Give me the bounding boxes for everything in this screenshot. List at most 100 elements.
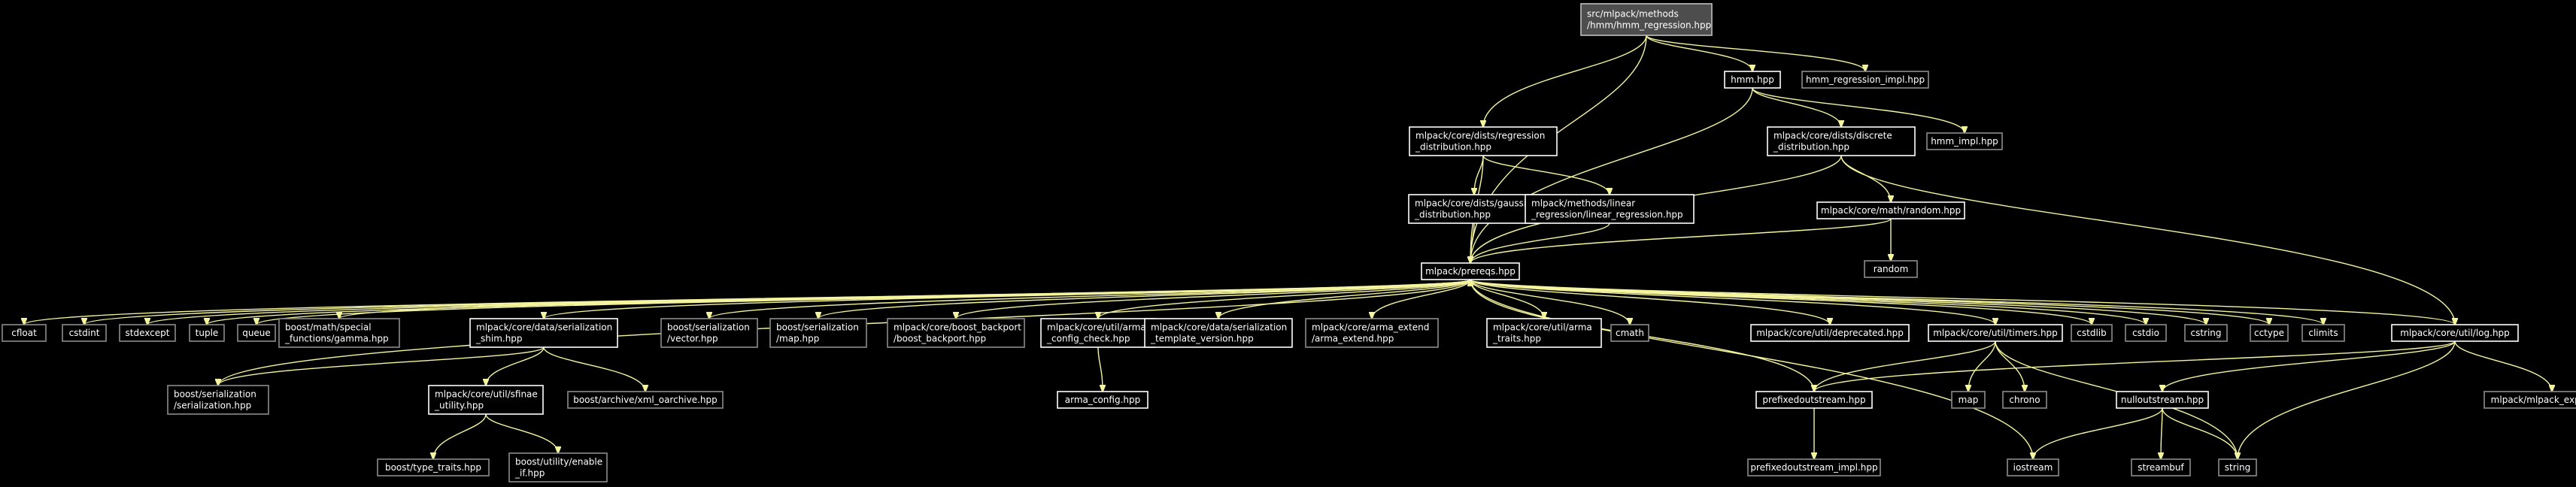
edge-prereqs-to-armacheck <box>1098 279 1471 319</box>
node-label: string <box>2225 462 2250 473</box>
node-random_hpp[interactable]: mlpack/core/math/random.hpp <box>1816 201 1965 219</box>
node-armatraits[interactable]: mlpack/core/util/arma_traits.hpp <box>1486 318 1602 348</box>
edge-linreg-to-prereqs <box>1470 222 1610 263</box>
node-label: mlpack/core/math/random.hpp <box>1821 205 1961 216</box>
edge-nullout-to-iostream <box>2033 407 2163 459</box>
edge-log-to-nullout <box>2162 340 2456 392</box>
node-box <box>769 318 867 348</box>
node-bmap: boost/serialization/map.hpp <box>769 318 867 348</box>
edge-sfinae-to-enableif <box>485 413 558 453</box>
node-label: cstdlib <box>2077 328 2106 338</box>
node-label: random <box>1874 264 1909 274</box>
node-root[interactable]: src/mlpack/methods/hmm/hmm_regression.hp… <box>1580 3 1713 36</box>
node-box <box>2184 324 2228 342</box>
node-label: cctype <box>2254 328 2284 338</box>
node-box <box>2071 324 2113 342</box>
node-enableif: boost/utility/enable_if.hpp <box>508 452 608 482</box>
edge-prereqs-to-sertemplate <box>1218 279 1471 319</box>
node-nullout[interactable]: nulloutstream.hpp <box>2116 391 2209 409</box>
node-regdist[interactable]: mlpack/core/dists/regression_distributio… <box>1409 126 1558 156</box>
node-box <box>1767 126 1916 156</box>
node-map: map <box>1951 391 1986 409</box>
node-gamma: boost/math/special_functions/gamma.hpp <box>278 318 400 348</box>
node-sertemplate[interactable]: mlpack/core/data/serialization_template_… <box>1144 318 1293 348</box>
node-box <box>2002 391 2047 409</box>
node-label: cmath <box>1616 328 1644 338</box>
node-label: stdexcept <box>126 328 170 338</box>
node-box <box>1305 318 1439 348</box>
node-linreg[interactable]: mlpack/methods/linear_regression/linear_… <box>1525 194 1695 224</box>
node-label: cfloat <box>11 328 37 338</box>
node-label: _regression/linear_regression.hpp <box>1531 210 1683 220</box>
node-box <box>1408 194 1540 224</box>
node-iostream: iostream <box>2007 458 2059 476</box>
node-box <box>1747 458 1881 476</box>
node-box <box>2301 324 2345 342</box>
node-prereqs[interactable]: mlpack/prereqs.hpp <box>1421 262 1520 280</box>
node-sfinae[interactable]: mlpack/core/util/sfinae_utility.hpp <box>428 385 544 415</box>
node-hmmregimpl: hmm_regression_impl.hpp <box>1801 71 1929 89</box>
edge-armacheck-to-armaconfig <box>1097 346 1103 392</box>
node-label: cstdio <box>2132 328 2159 338</box>
edge-log-to-string <box>2238 340 2456 459</box>
node-box <box>1144 318 1293 348</box>
edge-discdist-to-random_hpp <box>1840 155 1891 202</box>
node-box <box>2 324 47 342</box>
node-deprecated[interactable]: mlpack/core/util/deprecated.hpp <box>1750 324 1910 342</box>
edge-prereqs-to-queue <box>256 279 1471 325</box>
node-sershim[interactable]: mlpack/core/data/serialization_shim.hpp <box>469 318 618 348</box>
node-box <box>1057 391 1148 409</box>
node-label: _if.hpp <box>514 468 545 479</box>
node-box <box>1724 71 1781 89</box>
edge-prereqs-to-log <box>1470 279 2455 325</box>
node-export: mlpack/mlpack_export.hpp <box>2483 391 2576 409</box>
node-label: boost/serialization <box>776 322 859 333</box>
node-armaconfig[interactable]: arma_config.hpp <box>1057 391 1148 409</box>
node-climits: climits <box>2301 324 2345 342</box>
node-label: hmm_impl.hpp <box>1931 136 1998 147</box>
node-chrono: chrono <box>2002 391 2047 409</box>
edge-log-to-prefixed <box>1814 340 2456 392</box>
node-label: /hmm/hmm_regression.hpp <box>1587 20 1711 31</box>
node-gaussdist[interactable]: mlpack/core/dists/gaussian_distribution.… <box>1408 194 1540 224</box>
node-label: boost/archive/xml_oarchive.hpp <box>573 395 718 405</box>
node-label: mlpack/core/util/arma <box>1047 322 1146 333</box>
node-label: boost/utility/enable <box>515 457 602 467</box>
node-typetraits: boost/type_traits.hpp <box>377 458 490 476</box>
node-box <box>1926 132 2003 150</box>
node-box <box>1421 262 1520 280</box>
node-log[interactable]: mlpack/core/util/log.hpp <box>2391 324 2519 342</box>
edge-prereqs-to-backport <box>956 279 1471 319</box>
node-box <box>2007 458 2059 476</box>
node-label: boost/serialization <box>667 322 750 333</box>
node-box <box>1040 318 1156 348</box>
node-backport: mlpack/core/boost_backport/boost_backpor… <box>887 318 1025 348</box>
node-timers[interactable]: mlpack/core/util/timers.hpp <box>1928 324 2063 342</box>
node-hmm[interactable]: hmm.hpp <box>1724 71 1781 89</box>
node-discdist[interactable]: mlpack/core/dists/discrete_distribution.… <box>1767 126 1916 156</box>
edge-root-to-hmmregimpl <box>1646 35 1865 71</box>
node-box <box>2125 324 2167 342</box>
node-label: _traits.hpp <box>1492 334 1541 344</box>
node-box <box>660 318 758 348</box>
node-label: cstdint <box>69 328 100 338</box>
node-label: prefixedoutstream_impl.hpp <box>1750 462 1877 473</box>
node-armaextend: mlpack/core/arma_extend/arma_extend.hpp <box>1305 318 1439 348</box>
edge-hmm-to-prereqs <box>1470 87 1753 263</box>
edge-prereqs-to-cmath <box>1470 279 1630 325</box>
node-armacheck[interactable]: mlpack/core/util/arma_config_check.hpp <box>1040 318 1156 348</box>
edge-sershim-to-xmloarch <box>543 346 645 392</box>
node-label: boost/math/special <box>285 322 372 333</box>
node-prefixed[interactable]: prefixedoutstream.hpp <box>1755 391 1873 409</box>
node-box <box>278 318 400 348</box>
node-box <box>1816 201 1965 219</box>
node-label: mlpack/core/util/arma <box>1493 322 1592 333</box>
node-label: nulloutstream.hpp <box>2121 395 2204 405</box>
node-label: mlpack/core/dists/discrete <box>1773 131 1892 141</box>
node-label: _distribution.hpp <box>1415 142 1491 153</box>
node-label: /vector.hpp <box>667 334 718 344</box>
edge-sershim-to-sfinae <box>486 346 545 386</box>
node-box <box>1580 3 1713 36</box>
edge-root-to-regdist <box>1483 35 1647 127</box>
node-bserial: boost/serialization/serialization.hpp <box>167 385 269 415</box>
